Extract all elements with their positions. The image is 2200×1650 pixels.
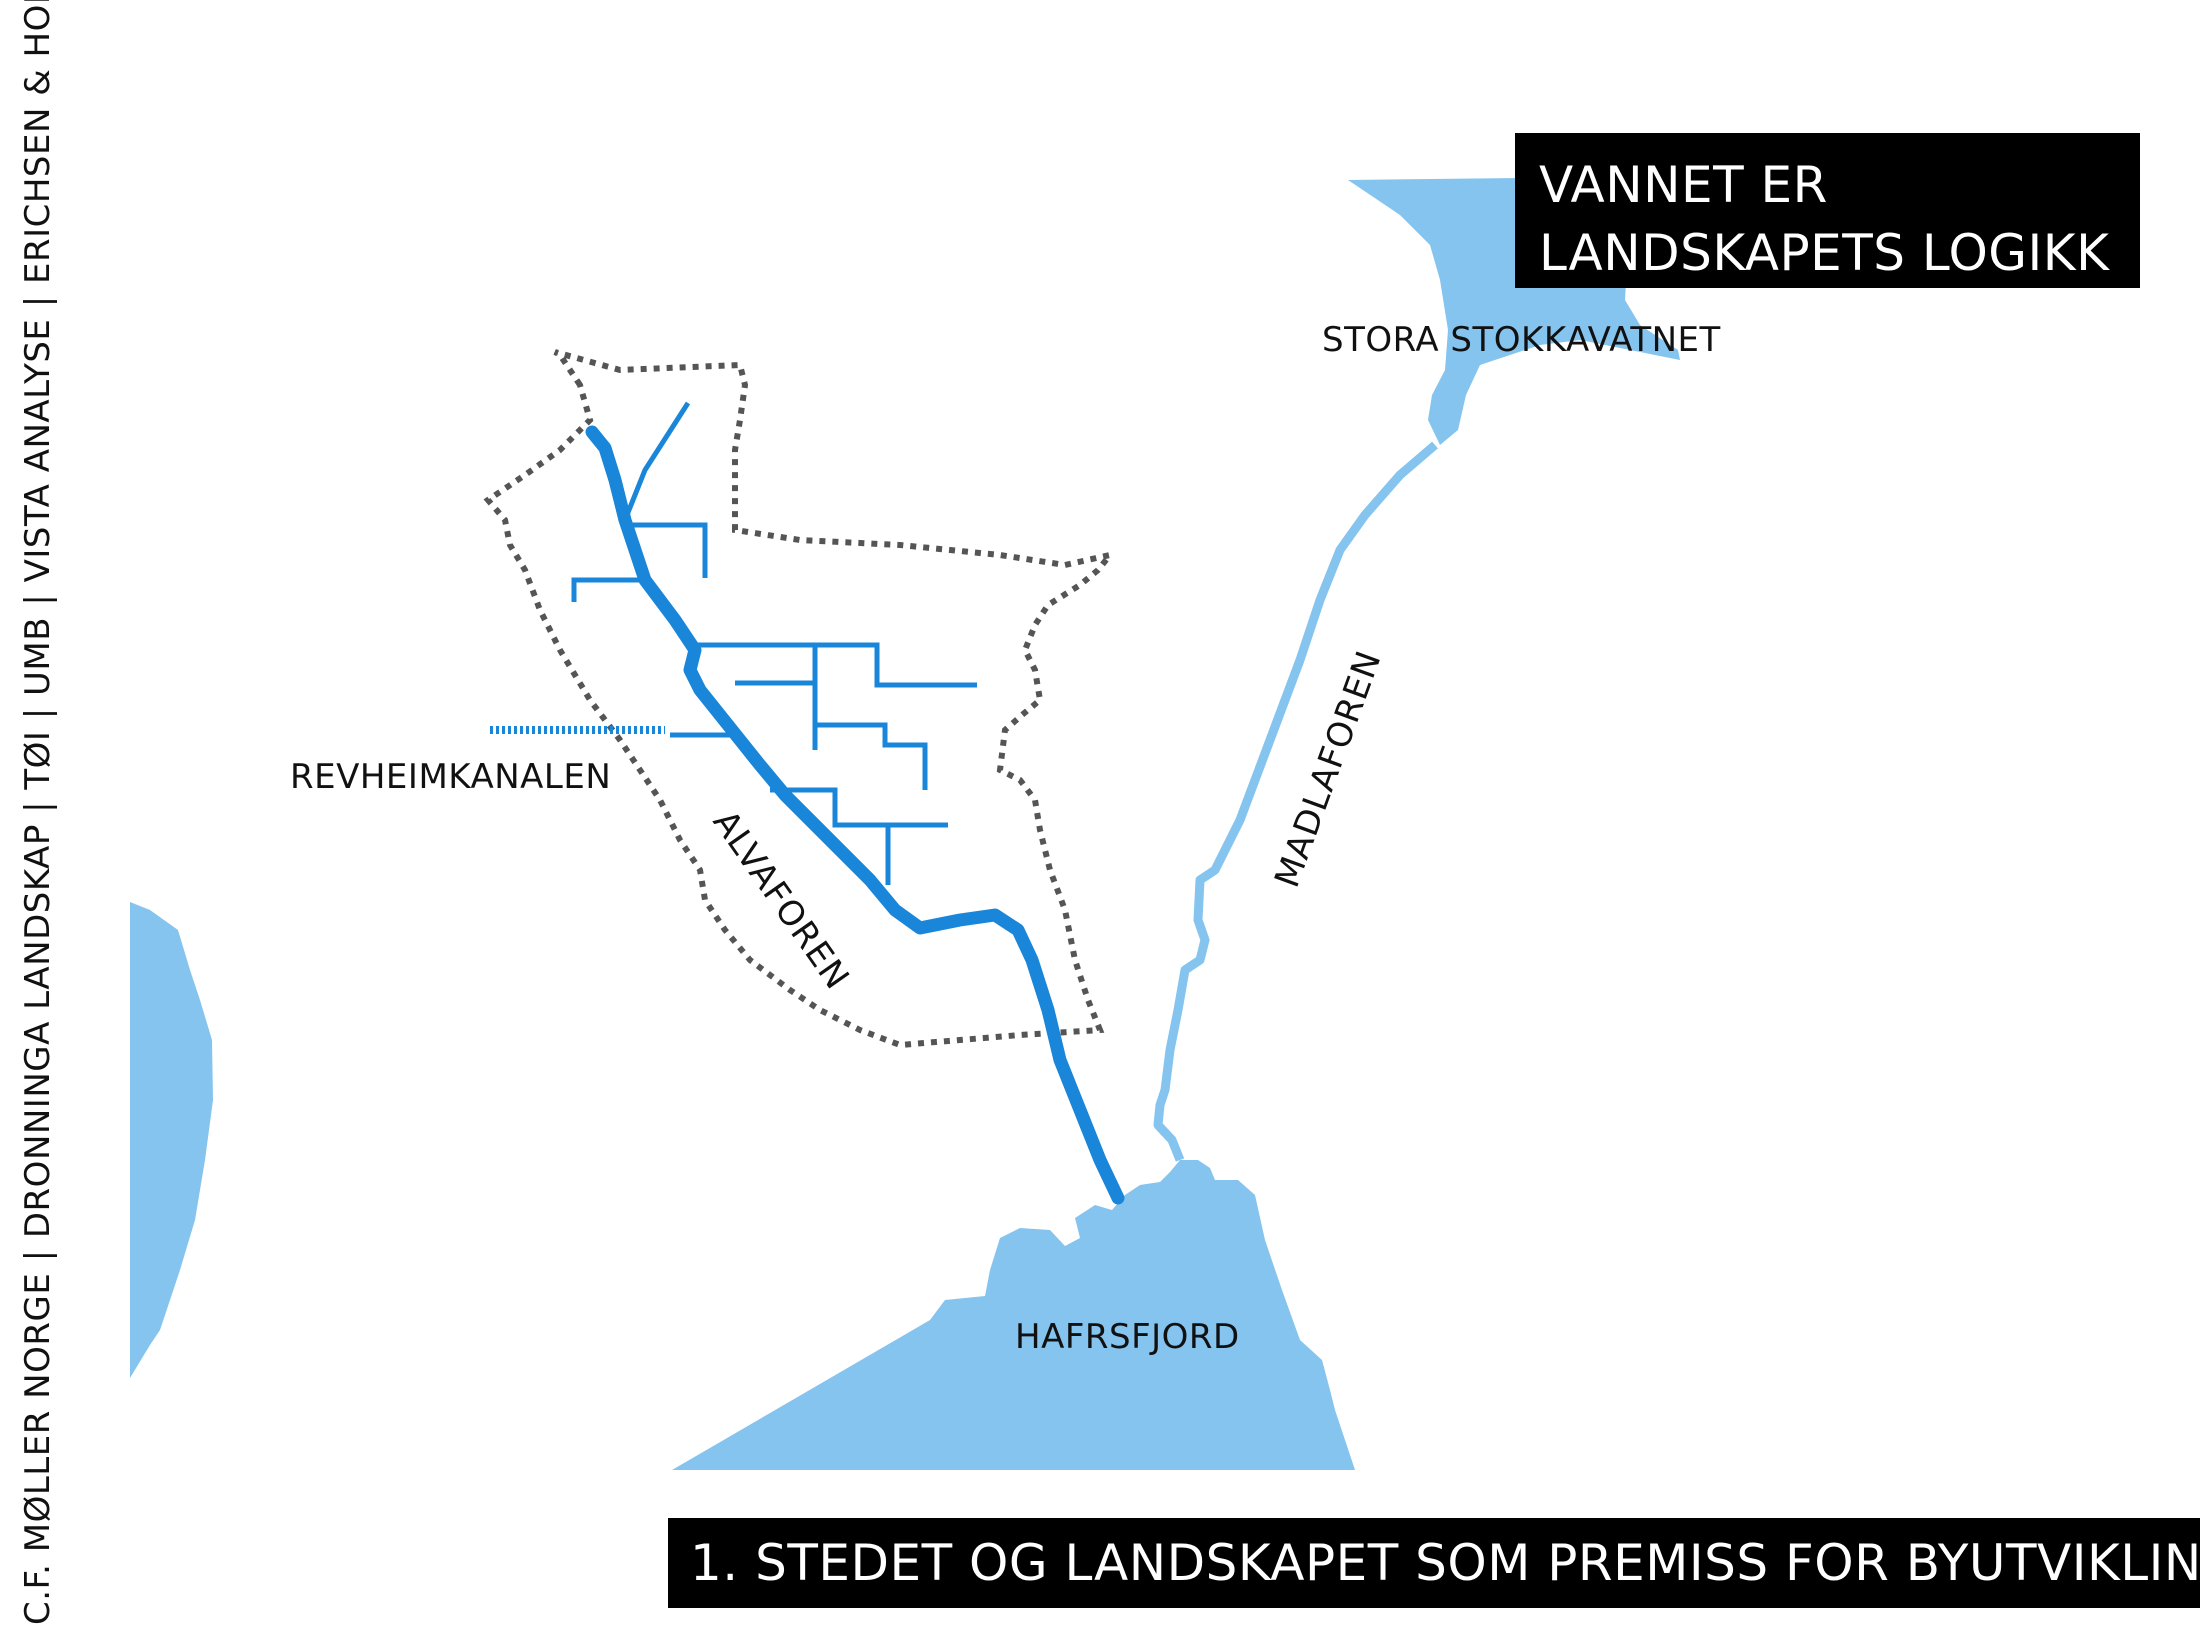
title-line-1: VANNET ER [1539,156,1828,214]
left-water-body [130,902,213,1378]
alvaforen-stream [585,425,1125,1205]
place-label-fjord: HAFRSFJORD [1015,1317,1240,1357]
place-label-lake: STORA STOKKAVATNET [1322,320,1721,360]
hafrsfjord-water [672,1160,1355,1470]
madlaforen-stream [1153,441,1438,1162]
place-label-canal: REVHEIMKANALEN [290,757,612,797]
footer-bar: 1. STEDET OG LANDSKAPET SOM PREMISS FOR … [668,1518,2200,1608]
title-box: VANNET ER LANDSKAPETS LOGIKK [1515,133,2140,288]
vertical-credits: C.F. MØLLER NORGE | DRONNINGA LANDSKAP |… [18,0,58,1625]
alvaforen-tributaries [571,401,977,885]
catchment-boundary [483,349,1118,1049]
title-line-2: LANDSKAPETS LOGIKK [1539,224,2110,282]
